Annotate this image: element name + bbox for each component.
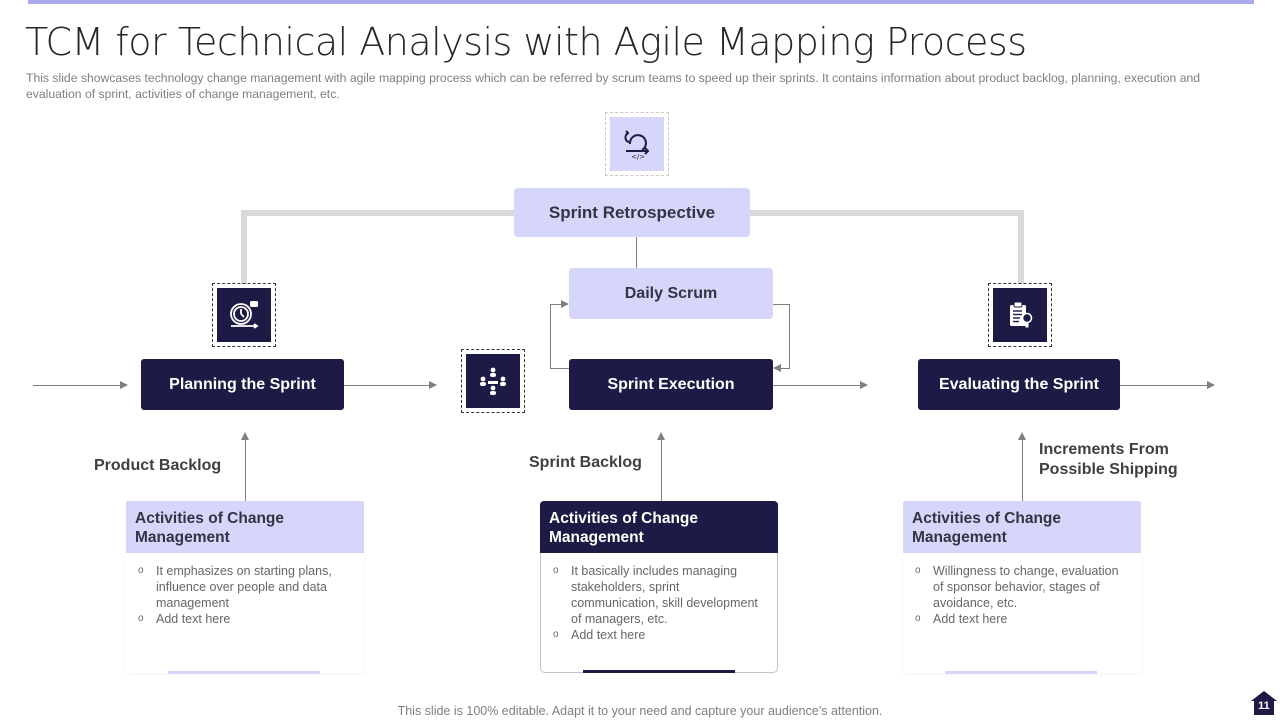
planning-icon-frame — [212, 283, 276, 347]
stage-planning-label: Planning the Sprint — [169, 375, 316, 393]
stopwatch-icon — [230, 301, 259, 329]
execution-icon-frame — [461, 349, 525, 413]
bullet-icon: o — [915, 613, 921, 624]
daily-scrum-box: Daily Scrum — [569, 268, 773, 319]
page-number: 11 — [1258, 700, 1270, 712]
sprint-retrospective-box: Sprint Retrospective — [514, 188, 750, 237]
retro-connector-right-v — [1018, 210, 1024, 284]
sprint-retrospective-label: Sprint Retrospective — [548, 202, 716, 222]
input-label-sprint-backlog: Sprint Backlog — [529, 454, 642, 471]
team-meeting-icon — [480, 367, 506, 395]
flow-arrow-planning-to-icon — [429, 381, 437, 389]
arrow-into-daily-scrum — [561, 300, 569, 308]
card-title: Activities of Change Management — [126, 501, 364, 553]
up-line-1 — [245, 440, 246, 501]
up-arrow-3 — [1018, 432, 1026, 440]
input-label-product-backlog: Product Backlog — [94, 457, 222, 474]
daily-scrum-label: Daily Scrum — [624, 284, 718, 302]
stage-evaluating-label: Evaluating the Sprint — [938, 375, 1099, 393]
retro-connector-right-h — [749, 210, 1024, 216]
loop-right-vertical — [789, 304, 790, 369]
up-line-3 — [1022, 440, 1023, 501]
flow-line-end — [1120, 385, 1208, 386]
retro-connector-left-v — [241, 210, 247, 284]
up-line-2 — [661, 440, 662, 501]
arrow-into-sprint-execution — [773, 364, 781, 372]
bullet-icon: o — [553, 565, 559, 576]
up-arrow-1 — [241, 432, 249, 440]
bullet-icon: o — [138, 565, 144, 576]
home-icon — [1251, 691, 1277, 715]
page-number-badge: 11 — [1250, 690, 1278, 716]
card-title: Activities of Change Management — [903, 501, 1141, 553]
footer-note: This slide is 100% editable. Adapt it to… — [397, 704, 883, 718]
evaluating-icon-frame — [988, 283, 1052, 347]
stage-evaluating-box: Evaluating the Sprint — [918, 359, 1120, 410]
input-label-increments: Increments From Possible Shipping — [1039, 441, 1178, 478]
top-accent-bar — [28, 0, 1254, 4]
loop-left-bottom — [550, 368, 569, 369]
card-foot-accent — [583, 670, 735, 673]
retro-to-scrum-line — [636, 237, 637, 268]
clipboard-search-icon — [1010, 301, 1033, 328]
loop-right-top — [773, 304, 790, 305]
card-title: Activities of Change Management — [540, 501, 778, 553]
card-foot-accent — [168, 671, 320, 674]
flow-line-execution-to-evaluating — [773, 385, 861, 386]
flow-line-planning-to-icon — [344, 385, 430, 386]
loop-left-vertical — [550, 304, 551, 369]
flow-arrow-execution-to-evaluating — [860, 381, 868, 389]
bullet-icon: o — [138, 613, 144, 624]
page-title: TCM for Technical Analysis with Agile Ma… — [25, 20, 1027, 64]
stage-execution-label: Sprint Execution — [607, 375, 735, 393]
flow-arrow-end — [1207, 381, 1215, 389]
stage-execution-box: Sprint Execution — [569, 359, 773, 410]
top-icon-frame: </> — [605, 112, 669, 176]
loop-left-top — [550, 304, 562, 305]
svg-text:</>: </> — [631, 153, 645, 161]
bullet-icon: o — [915, 565, 921, 576]
card-foot-accent — [945, 671, 1097, 674]
flow-arrow-start — [120, 381, 128, 389]
agile-cycle-icon: </> — [624, 130, 650, 161]
page-subtitle: This slide showcases technology change m… — [26, 71, 1201, 101]
retro-connector-left-h — [241, 210, 515, 216]
stage-planning-box: Planning the Sprint — [141, 359, 344, 410]
loop-right-bottom — [781, 368, 790, 369]
bullet-icon: o — [553, 629, 559, 640]
up-arrow-2 — [657, 432, 665, 440]
flow-line-start — [33, 385, 121, 386]
